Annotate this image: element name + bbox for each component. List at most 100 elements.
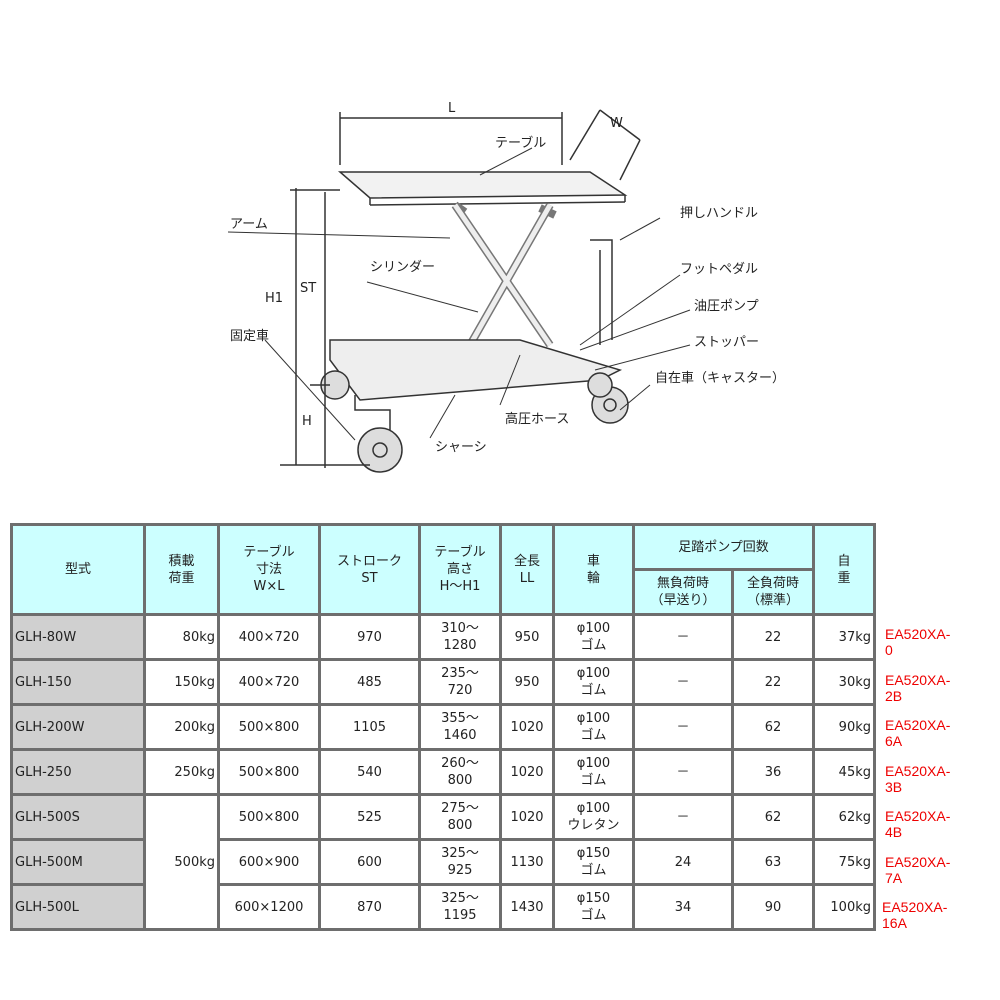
cell-no-load: 24 xyxy=(632,838,734,886)
cell-full-load: 63 xyxy=(731,838,815,886)
cell-model: GLH-500L xyxy=(10,883,146,931)
cell-weight: 62kg xyxy=(812,793,876,841)
cell-stroke: 485 xyxy=(318,658,421,706)
cell-full-load: 22 xyxy=(731,658,815,706)
cell-weight: 90kg xyxy=(812,703,876,751)
cell-length: 950 xyxy=(499,613,555,661)
cell-weight: 30kg xyxy=(812,658,876,706)
cell-length: 950 xyxy=(499,658,555,706)
cell-load: 150kg xyxy=(143,658,220,706)
label-W: W xyxy=(610,116,623,131)
header-full-load: 全負荷時（標準） xyxy=(731,568,815,616)
header-load: 積載荷重 xyxy=(143,523,220,616)
cell-weight: 45kg xyxy=(812,748,876,796)
cell-size: 400×720 xyxy=(217,613,321,661)
cell-size: 500×800 xyxy=(217,793,321,841)
label-cylinder: シリンダー xyxy=(370,260,435,275)
label-chassis: シャーシ xyxy=(435,440,487,455)
label-L: L xyxy=(448,101,456,116)
cell-stroke: 1105 xyxy=(318,703,421,751)
cell-no-load: － xyxy=(632,793,734,841)
label-handle: 押しハンドル xyxy=(680,206,758,221)
cell-model: GLH-80W xyxy=(10,613,146,661)
cell-load: 80kg xyxy=(143,613,220,661)
cell-size: 400×720 xyxy=(217,658,321,706)
cell-model: GLH-500M xyxy=(10,838,146,886)
label-stopper: ストッパー xyxy=(694,335,759,350)
cell-height: 275～800 xyxy=(418,793,502,841)
cell-full-load: 36 xyxy=(731,748,815,796)
cell-height: 325～1195 xyxy=(418,883,502,931)
cell-height: 310～1280 xyxy=(418,613,502,661)
product-code: EA520XA-7A xyxy=(885,853,951,886)
product-code: EA520XA-0 xyxy=(885,626,951,658)
cell-model: GLH-150 xyxy=(10,658,146,706)
label-arm: アーム xyxy=(230,217,268,232)
product-code: EA520XA-2B xyxy=(885,671,951,704)
label-st: ST xyxy=(300,281,316,296)
cell-height: 355～1460 xyxy=(418,703,502,751)
cell-no-load: － xyxy=(632,748,734,796)
cell-stroke: 870 xyxy=(318,883,421,931)
cell-stroke: 540 xyxy=(318,748,421,796)
label-table: テーブル xyxy=(495,135,546,151)
product-code: EA520XA-3B xyxy=(885,762,951,795)
label-pedal: フットペダル xyxy=(680,262,758,277)
product-code: EA520XA-4B xyxy=(885,808,951,840)
cell-length: 1130 xyxy=(499,838,555,886)
cell-weight: 100kg xyxy=(812,883,876,931)
cell-length: 1020 xyxy=(499,793,555,841)
lift-table-diagram: L W テーブル アーム 押しハンドル シリンダー フットペダル H1 ST 油… xyxy=(227,101,785,473)
cell-stroke: 970 xyxy=(318,613,421,661)
cell-height: 325～925 xyxy=(418,838,502,886)
cell-no-load: － xyxy=(632,703,734,751)
cell-weight: 37kg xyxy=(812,613,876,661)
cell-model: GLH-500S xyxy=(10,793,146,841)
cell-height: 235～720 xyxy=(418,658,502,706)
cell-model: GLH-250 xyxy=(10,748,146,796)
cell-no-load: 34 xyxy=(632,883,734,931)
cell-load: 250kg xyxy=(143,748,220,796)
label-h: H xyxy=(302,414,312,429)
header-model: 型式 xyxy=(10,523,146,616)
cell-size: 500×800 xyxy=(217,703,321,751)
cell-stroke: 600 xyxy=(318,838,421,886)
cell-weight: 75kg xyxy=(812,838,876,886)
cell-size: 600×900 xyxy=(217,838,321,886)
cell-length: 1430 xyxy=(499,883,555,931)
cell-stroke: 525 xyxy=(318,793,421,841)
cell-full-load: 22 xyxy=(731,613,815,661)
header-no-load: 無負荷時（早送り） xyxy=(632,568,734,616)
cell-load: 500kg xyxy=(143,793,220,931)
cell-full-load: 90 xyxy=(731,883,815,931)
cell-no-load: － xyxy=(632,658,734,706)
cell-height: 260～800 xyxy=(418,748,502,796)
cell-length: 1020 xyxy=(499,703,555,751)
label-fixed-wheel: 固定車 xyxy=(230,329,269,344)
cell-load: 200kg xyxy=(143,703,220,751)
cell-full-load: 62 xyxy=(731,793,815,841)
cell-length: 1020 xyxy=(499,748,555,796)
cell-model: GLH-200W xyxy=(10,703,146,751)
header-weight: 自重 xyxy=(812,523,876,616)
cell-full-load: 62 xyxy=(731,703,815,751)
cell-no-load: － xyxy=(632,613,734,661)
product-code: EA520XA-16A xyxy=(882,899,948,931)
